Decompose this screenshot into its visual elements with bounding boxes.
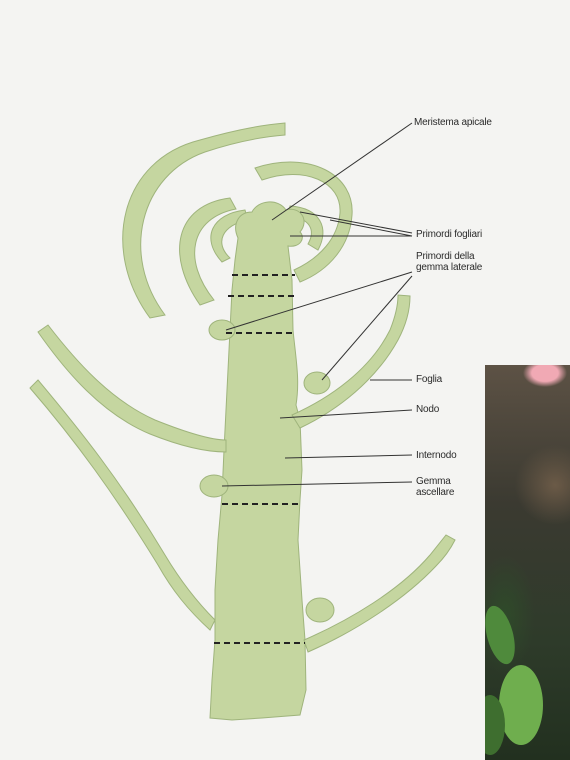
label-primordi-fogliari: Primordi fogliari bbox=[416, 229, 482, 240]
leader-internodo bbox=[285, 455, 412, 458]
label-primordi-gemma-laterale: Primordi della gemma laterale bbox=[416, 251, 486, 273]
right-upper-leaf bbox=[292, 295, 410, 428]
photo-leaf-1 bbox=[485, 603, 520, 668]
label-foglia: Foglia bbox=[416, 374, 442, 385]
photo-leaf-2 bbox=[499, 665, 543, 745]
label-nodo: Nodo bbox=[416, 404, 439, 415]
label-internodo: Internodo bbox=[416, 450, 456, 461]
bud-upper bbox=[209, 320, 235, 340]
bud-lower bbox=[306, 598, 334, 622]
label-meristema-apicale: Meristema apicale bbox=[414, 117, 492, 128]
left-long-leaf bbox=[38, 325, 226, 452]
right-lower-leaf bbox=[304, 535, 455, 652]
label-gemma-ascellare: Gemma ascellare bbox=[416, 476, 472, 498]
plant-photo bbox=[485, 365, 570, 760]
